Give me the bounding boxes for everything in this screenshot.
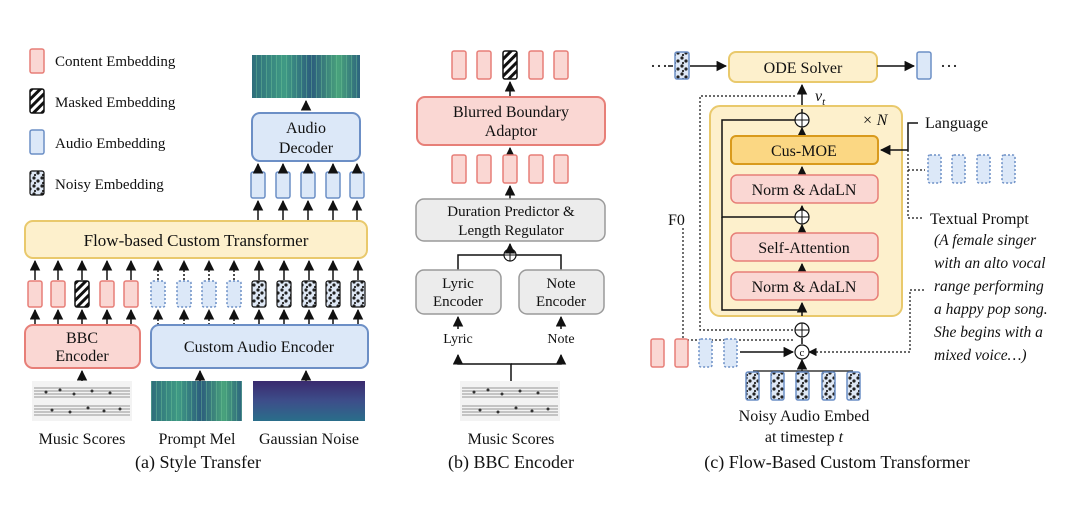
sum-node-bottom xyxy=(794,322,810,338)
svg-text:Decoder: Decoder xyxy=(279,140,334,157)
noisy-embeddings-row xyxy=(251,280,366,308)
audio-decoder: Audio Decoder xyxy=(251,112,361,162)
legend-content-swatch xyxy=(29,48,45,74)
label-music-scores-b: Music Scores xyxy=(468,431,555,448)
note-encoder: Note Encoder xyxy=(518,269,605,315)
bbc-output-embeddings xyxy=(451,50,569,80)
lyric-label: Lyric xyxy=(443,332,473,347)
audio-embed-output xyxy=(916,51,932,80)
legend-audio-swatch xyxy=(29,129,45,155)
dots-right: ··· xyxy=(940,56,958,76)
svg-text:She begins with a: She begins with a xyxy=(934,324,1043,341)
svg-text:BBC: BBC xyxy=(66,330,98,347)
language-label: Language xyxy=(925,115,988,132)
output-spectrogram xyxy=(252,55,360,98)
svg-text:Duration Predictor &: Duration Predictor & xyxy=(447,204,575,220)
f0-label: F0 xyxy=(668,212,685,229)
caption-a: (a) Style Transfer xyxy=(135,452,261,473)
svg-text:a happy pop song.: a happy pop song. xyxy=(934,301,1048,318)
svg-text:range performing: range performing xyxy=(934,278,1044,295)
svg-text:Flow-based Custom Transformer: Flow-based Custom Transformer xyxy=(84,231,309,250)
decoded-audio-embeddings xyxy=(250,171,365,199)
label-music-scores-a: Music Scores xyxy=(39,431,126,448)
norm-adaln-upper: Norm & AdaLN xyxy=(730,174,879,204)
noisy-audio-label-line2: at timestep t xyxy=(765,429,844,446)
svg-text:Norm & AdaLN: Norm & AdaLN xyxy=(752,279,857,296)
condition-embeddings xyxy=(650,338,738,368)
textual-prompt-label: Textual Prompt xyxy=(930,211,1029,228)
svg-text:Lyric: Lyric xyxy=(442,276,474,292)
svg-text:Norm & AdaLN: Norm & AdaLN xyxy=(752,182,857,199)
label-prompt-mel: Prompt Mel xyxy=(159,431,236,448)
concat-node: c xyxy=(794,344,810,360)
prompt-audio-embeddings-row xyxy=(150,280,242,308)
note-label: Note xyxy=(547,332,574,347)
legend-audio-label: Audio Embedding xyxy=(55,136,166,152)
sum-node-top xyxy=(794,112,810,128)
cus-moe-block: Cus-MOE xyxy=(730,135,879,165)
content-embeddings-row xyxy=(27,280,139,308)
svg-text:mixed voice…): mixed voice…) xyxy=(934,347,1027,364)
svg-text:Length Regulator: Length Regulator xyxy=(458,223,563,239)
blurred-boundary-adaptor: Blurred Boundary Adaptor xyxy=(416,96,606,146)
prompt-mel-spectrogram xyxy=(151,381,242,421)
svg-text:Encoder: Encoder xyxy=(536,294,586,310)
svg-text:Cus-MOE: Cus-MOE xyxy=(771,143,837,160)
svg-text:Encoder: Encoder xyxy=(433,294,483,310)
vt-label: vt xyxy=(815,88,826,108)
textual-prompt-embeddings xyxy=(927,154,1016,184)
svg-text:Audio: Audio xyxy=(286,120,326,137)
custom-audio-encoder: Custom Audio Encoder xyxy=(150,324,369,369)
svg-text:with an alto vocal: with an alto vocal xyxy=(934,255,1046,272)
svg-text:(A female singer: (A female singer xyxy=(934,232,1037,249)
noisy-audio-label-line1: Noisy Audio Embed xyxy=(739,408,870,425)
duration-predictor: Duration Predictor & Length Regulator xyxy=(415,198,606,242)
self-attention-block: Self-Attention xyxy=(730,232,879,262)
mid-embeddings xyxy=(451,154,569,184)
music-score-image-a xyxy=(32,381,132,421)
textual-prompt-text: (A female singer with an alto vocal rang… xyxy=(934,232,1048,364)
caption-b: (b) BBC Encoder xyxy=(448,452,574,473)
svg-text:c: c xyxy=(800,347,805,359)
times-n-label: × N xyxy=(862,112,889,129)
lyric-encoder: Lyric Encoder xyxy=(415,269,502,315)
sum-node-b xyxy=(503,248,517,262)
svg-text:Adaptor: Adaptor xyxy=(485,123,538,140)
svg-text:Self-Attention: Self-Attention xyxy=(758,240,850,257)
legend-content-label: Content Embedding xyxy=(55,54,176,70)
gaussian-noise-image xyxy=(253,381,365,421)
legend-noisy-label: Noisy Embedding xyxy=(55,177,164,193)
label-gaussian-noise: Gaussian Noise xyxy=(259,431,359,448)
svg-text:Note: Note xyxy=(546,276,576,292)
dots-left: ··· xyxy=(650,56,668,76)
flow-based-custom-transformer: Flow-based Custom Transformer xyxy=(24,220,368,259)
svg-text:Custom Audio Encoder: Custom Audio Encoder xyxy=(184,339,335,356)
music-score-image-b xyxy=(460,381,560,421)
legend-noisy-swatch xyxy=(29,170,45,196)
svg-text:Blurred Boundary: Blurred Boundary xyxy=(453,104,569,121)
svg-text:Encoder: Encoder xyxy=(55,348,109,365)
bbc-encoder-block: BBC Encoder xyxy=(24,324,141,369)
legend: Content Embedding Masked Embedding Audio… xyxy=(29,48,176,196)
caption-c: (c) Flow-Based Custom Transformer xyxy=(704,452,969,473)
noisy-embed-input xyxy=(674,51,690,80)
ode-solver: ODE Solver xyxy=(728,51,878,83)
legend-masked-swatch xyxy=(29,88,45,114)
sum-node-middle xyxy=(794,209,810,225)
legend-masked-label: Masked Embedding xyxy=(55,95,176,111)
norm-adaln-lower: Norm & AdaLN xyxy=(730,271,879,301)
svg-text:ODE Solver: ODE Solver xyxy=(764,60,843,77)
noisy-audio-embeddings xyxy=(745,371,861,401)
